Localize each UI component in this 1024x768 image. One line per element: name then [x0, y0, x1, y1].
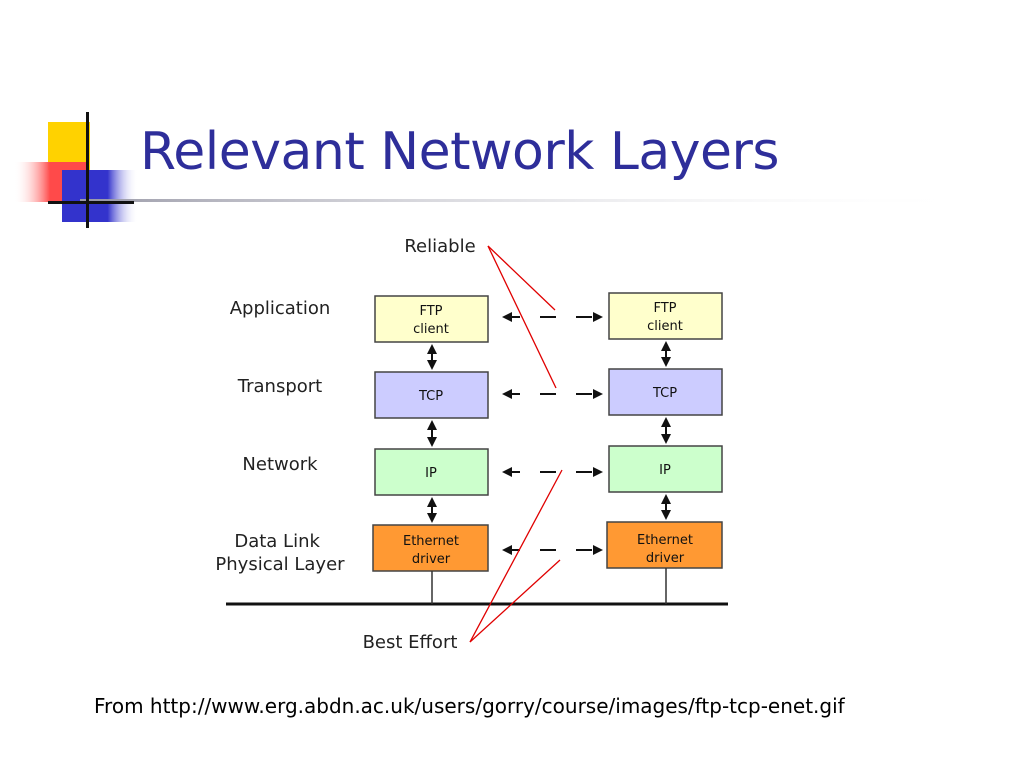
- box-left-application-line1: FTP: [419, 304, 442, 319]
- pointer-best-effort-network: [469, 469, 563, 643]
- box-right-datalink: [606, 521, 723, 569]
- page-title: Relevant Network Layers: [140, 122, 779, 182]
- layer-label-datalink-line2: Physical Layer: [215, 554, 345, 575]
- box-left-network-text: IP: [425, 466, 437, 481]
- annotation-reliable: Reliable: [404, 236, 475, 257]
- left-stack: FTP client TCP IP Ethernet driver: [372, 295, 489, 572]
- box-right-datalink-line1: Ethernet: [637, 533, 693, 548]
- box-right-transport: [608, 368, 723, 416]
- box-right-network: [608, 445, 723, 493]
- box-left-datalink: [372, 524, 489, 572]
- deco-vline: [86, 112, 89, 228]
- title-decoration: [14, 112, 980, 228]
- box-left-application: [374, 295, 489, 343]
- peer-arrows: [502, 312, 603, 555]
- pointer-reliable-application: [487, 245, 556, 311]
- layer-label-datalink: Data Link Physical Layer: [215, 531, 345, 575]
- layer-label-datalink-line1: Data Link: [234, 531, 320, 552]
- source-caption: From http://www.erg.abdn.ac.uk/users/gor…: [94, 694, 845, 718]
- layer-label-network: Network: [242, 454, 318, 475]
- box-right-application-line2: client: [647, 319, 683, 334]
- box-right-transport-text: TCP: [652, 386, 677, 401]
- layer-label-application: Application: [230, 298, 331, 319]
- box-left-datalink-line1: Ethernet: [403, 534, 459, 549]
- pointer-best-effort-datalink: [469, 559, 561, 643]
- deco-hline: [48, 201, 134, 204]
- pointer-reliable-transport: [487, 245, 557, 389]
- box-right-application-line1: FTP: [653, 301, 676, 316]
- box-left-application-line2: client: [413, 322, 449, 337]
- layer-label-transport: Transport: [237, 376, 322, 397]
- box-left-datalink-line2: driver: [412, 552, 451, 567]
- deco-blue-square: [62, 170, 138, 222]
- right-stack: FTP client TCP IP Ethernet driver: [606, 292, 723, 569]
- box-right-application: [608, 292, 723, 340]
- box-left-transport-text: TCP: [418, 389, 443, 404]
- deco-rule: [80, 199, 980, 202]
- annotation-pointers: [469, 245, 563, 643]
- box-right-network-text: IP: [659, 463, 671, 478]
- box-right-datalink-line2: driver: [646, 551, 685, 566]
- box-left-network: [374, 448, 489, 496]
- vertical-arrows: [427, 341, 671, 523]
- box-left-transport: [374, 371, 489, 419]
- annotation-best-effort: Best Effort: [363, 632, 458, 653]
